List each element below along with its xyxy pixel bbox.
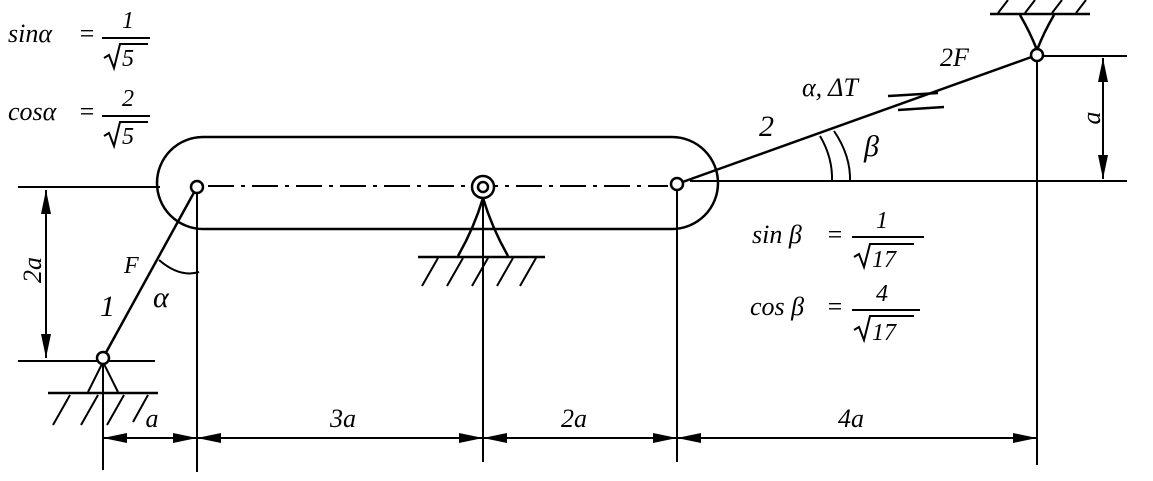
svg-text:=: = (78, 19, 96, 48)
rod-2-force-label: 2F (940, 43, 970, 72)
dim-arrow-left-bottom (41, 334, 51, 358)
dim-arrow-right-top (1098, 58, 1108, 82)
svg-text:=: = (826, 220, 844, 249)
svg-text:sin β: sin β (752, 220, 802, 249)
angle-beta-arc-inner (819, 135, 834, 183)
dim-arrow-2a-right (653, 433, 677, 443)
dim-arrow-3a-right (459, 433, 483, 443)
svg-text:5: 5 (122, 46, 134, 72)
svg-text:sinα: sinα (8, 19, 53, 48)
rod-2 (676, 53, 1038, 186)
angle-alpha-arc (158, 259, 200, 275)
rod-1-force-label: F (123, 253, 139, 279)
rigid-beam (155, 135, 720, 231)
pin-beam-right (669, 176, 685, 192)
dim-label-left-height: 2a (18, 257, 47, 283)
dim-arrow-4a-left (677, 433, 701, 443)
formula-sin-alpha: sinα = 1 5 (8, 8, 150, 72)
rod-1 (101, 186, 199, 359)
dim-label-span-1: a (146, 404, 159, 433)
rod-2-tick-mark-2 (897, 105, 945, 112)
central-hinge-support (418, 174, 545, 287)
dim-label-right-height: a (1077, 112, 1106, 125)
formula-cos-beta: cos β = 4 17 (750, 281, 920, 346)
rod-2-tick-mark-1 (887, 91, 939, 98)
rod-1-angle-label: α (153, 281, 170, 314)
svg-text:=: = (826, 292, 844, 321)
dim-arrow-left-top (41, 190, 51, 214)
svg-text:4: 4 (876, 281, 888, 307)
pin-beam-left (189, 179, 205, 195)
dim-label-span-2: 3a (329, 404, 356, 433)
dim-arrow-right-bottom (1098, 155, 1108, 179)
angle-beta-arc-outer (833, 130, 852, 183)
dim-arrow-4a-right (1013, 433, 1037, 443)
dim-label-span-4: 4a (838, 404, 864, 433)
rod-1-number-label: 1 (100, 290, 115, 323)
svg-text:2: 2 (122, 86, 134, 112)
svg-text:1: 1 (876, 208, 888, 234)
pin-rod-1-support (95, 350, 111, 366)
rod-2-params-label: α, ΔT (802, 73, 859, 102)
dim-arrow-2a-left (483, 433, 507, 443)
rod-1-ground-support (48, 361, 158, 426)
formula-sin-beta: sin β = 1 17 (752, 208, 924, 273)
pin-rod-2-support (1029, 47, 1045, 63)
svg-text:=: = (78, 97, 96, 126)
dim-label-span-3: 2a (561, 404, 587, 433)
svg-text:cosα: cosα (8, 97, 58, 126)
svg-text:17: 17 (872, 247, 897, 273)
rod-2-angle-label: β (863, 130, 879, 163)
svg-text:1: 1 (122, 8, 134, 34)
dim-arrow-a-right (173, 433, 197, 443)
dim-arrow-a-left (103, 433, 127, 443)
rod-2-ceiling-support (990, 0, 1090, 51)
svg-text:5: 5 (122, 124, 134, 150)
svg-text:cos β: cos β (750, 292, 804, 321)
rod-2-number-label: 2 (759, 110, 774, 143)
svg-text:17: 17 (872, 320, 897, 346)
dim-arrow-3a-left (197, 433, 221, 443)
formula-cos-alpha: cosα = 2 5 (8, 86, 150, 150)
